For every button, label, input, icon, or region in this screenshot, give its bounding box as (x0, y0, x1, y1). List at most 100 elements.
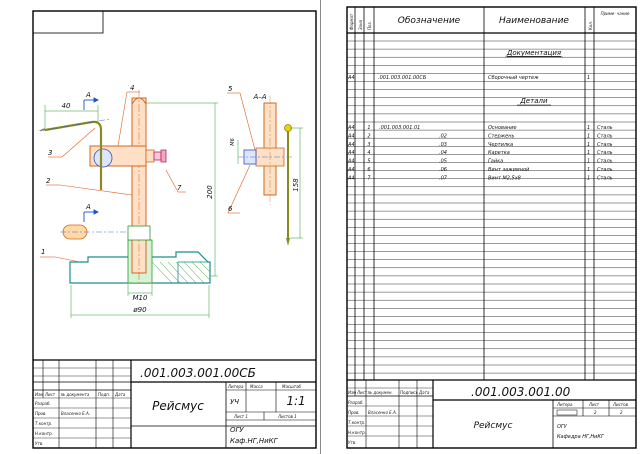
part-qty: 1 (587, 142, 590, 148)
org-line-2: Каф.НГ,НиКГ (230, 437, 279, 445)
part-designation: .001.003.001.01 (379, 125, 420, 131)
part-format: А4 (347, 167, 355, 173)
part-pos: 5 (367, 159, 370, 165)
drawing-frame (32, 10, 317, 449)
spec-col-sign: Подпись (400, 390, 419, 395)
scale-label: Масштаб (282, 384, 302, 389)
scale-value: 1:1 (286, 394, 305, 408)
side-dimension-lines (237, 127, 303, 239)
section-parts: Детали (519, 97, 548, 105)
callout-4: 4 (130, 84, 134, 92)
spec-litera-label: Литера (556, 402, 573, 407)
rod-part (127, 90, 151, 285)
part-designation: .03 (439, 142, 447, 148)
spec-role-3: Н.контр. (348, 430, 366, 435)
part-designation: .04 (439, 150, 447, 156)
part-format: А4 (347, 150, 355, 156)
spec-col-date: Дата (418, 390, 430, 395)
part-note: Сталь (597, 159, 613, 165)
part-note: Сталь (597, 125, 613, 131)
assembly-drawing: А А 40 200 М10 ø90 А–А (32, 10, 317, 449)
spec-title-name: Рейсмус (474, 421, 513, 431)
callout-2: 2 (46, 177, 51, 185)
callout-7: 7 (177, 184, 182, 192)
part-format: А4 (347, 142, 355, 148)
spec-row-lines (347, 40, 636, 374)
doc-name: Сборочный чертеж (488, 75, 539, 81)
part-format: А4 (347, 133, 355, 139)
org-line-1: ОГУ (230, 426, 244, 434)
col-izm: Изм (35, 392, 43, 397)
assembly-drawing-sheet: А А 40 200 М10 ø90 А–А (0, 0, 320, 454)
specification-sheet: Формат Зона Поз. Обозначение Наименовани… (321, 0, 641, 454)
part-name: Основание (488, 125, 517, 131)
dim-158: 158 (292, 178, 300, 192)
spec-sheets-value: 2 (620, 410, 623, 415)
section-label-top: А (85, 91, 91, 99)
doc-qty: 1 (587, 75, 590, 81)
spec-role-2: Т.контр. (348, 420, 365, 425)
part-designation: .06 (439, 167, 447, 173)
part-pos: 4 (367, 150, 370, 156)
section-view-label: А–А (252, 93, 266, 101)
litera-label: Литера (227, 384, 244, 389)
part-pos: 7 (367, 175, 371, 181)
sheets-label: Листов 1 (277, 414, 297, 419)
spec-col-doc: № докумен. (367, 390, 393, 395)
part-format: А4 (347, 159, 355, 165)
spec-col-izm: Изм (348, 390, 356, 395)
spec-org-1: ОГУ (557, 424, 568, 430)
side-view (238, 96, 292, 246)
part-note: Сталь (597, 133, 613, 139)
spec-checker: Власенко Е.А. (368, 410, 397, 415)
part-note: Сталь (597, 175, 613, 181)
checker-name: Власенко Е.А. (61, 411, 90, 416)
spec-designation: .001.003.001.00 (471, 385, 571, 399)
doc-format: А4 (347, 75, 355, 81)
sheet-divider (319, 0, 321, 454)
title-block-grid (33, 359, 316, 448)
cross-section-a (60, 224, 128, 240)
role-0: Разраб. (35, 401, 51, 406)
callout-leaders (40, 91, 256, 263)
part-pos: 6 (367, 167, 370, 173)
spec-sheet-value: 2 (594, 410, 597, 415)
part-qty: 1 (587, 133, 590, 139)
part-qty: 1 (587, 167, 590, 173)
litera-cells (556, 409, 578, 416)
part-name: Каретка (488, 150, 510, 156)
col-sign: Подп. (98, 392, 110, 397)
header-format: Формат (349, 13, 354, 30)
col-doc: № документа (60, 392, 90, 397)
spec-role-1: Пров. (348, 410, 360, 415)
dim-d90: ø90 (132, 306, 147, 314)
header-pos: Поз. (367, 21, 372, 30)
col-list: Лист (44, 392, 56, 397)
part-name: Стержень (488, 133, 515, 139)
specification-table: Формат Зона Поз. Обозначение Наименовани… (346, 6, 637, 449)
role-4: Утв. (35, 441, 43, 446)
part-note: Сталь (597, 142, 613, 148)
mass-label: Масса (250, 384, 263, 389)
callout-1: 1 (41, 248, 45, 256)
callout-5: 5 (228, 85, 233, 93)
dim-40: 40 (62, 102, 71, 110)
spec-sheets-label: Листов (612, 402, 629, 407)
part-note: Сталь (597, 167, 613, 173)
part-qty: 1 (587, 175, 590, 181)
part-name: Гайка (488, 159, 503, 165)
part-pos: 1 (367, 125, 370, 131)
part-designation: .02 (439, 133, 447, 139)
spec-title-block-grid (347, 379, 636, 448)
section-marks (83, 97, 100, 222)
part-qty: 1 (587, 150, 590, 156)
spec-sheet-label: Лист (588, 402, 600, 407)
role-1: Пров. (35, 411, 47, 416)
dim-200: 200 (206, 185, 214, 199)
